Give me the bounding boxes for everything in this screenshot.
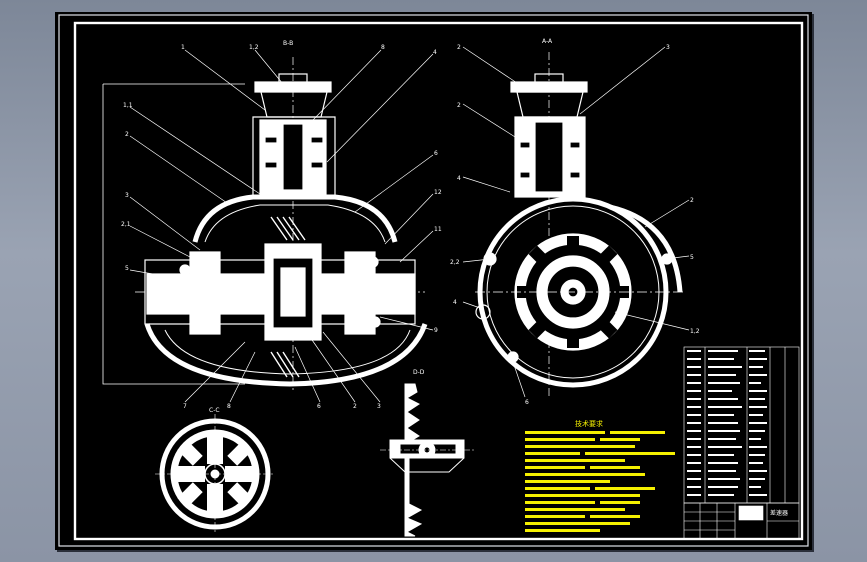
tech-req-title: 技术要求 — [575, 419, 603, 428]
callout: 1,2 — [690, 328, 700, 335]
inner-border — [73, 21, 804, 541]
title-block — [683, 502, 800, 540]
callout: 8 — [227, 403, 231, 410]
drawing-svg: 1 1,2 8 4 1,1 2 3 2,1 5 6 12 11 9 7 8 6 … — [58, 14, 809, 547]
callout: 3 — [125, 192, 129, 199]
callout: 1,1 — [123, 102, 133, 109]
callout: 3 — [666, 44, 670, 51]
side-section-view — [475, 52, 685, 397]
view-label: C-C — [209, 407, 220, 414]
callout: 6 — [434, 150, 438, 157]
main-section-view — [102, 57, 428, 392]
detail-view-cc — [155, 414, 275, 534]
callout: 7 — [183, 403, 187, 410]
parts-list-table — [683, 346, 800, 504]
callout: 2,2 — [450, 259, 460, 266]
technical-requirements: 技术要求 — [525, 419, 675, 532]
callout: 12 — [434, 189, 442, 196]
callout: 1 — [181, 44, 185, 51]
callout: 2 — [457, 44, 461, 51]
callout: 5 — [125, 265, 129, 272]
view-label: B-B — [283, 40, 293, 47]
side-view-leaders — [462, 46, 690, 398]
drawing-sheet[interactable]: 1 1,2 8 4 1,1 2 3 2,1 5 6 12 11 9 7 8 6 … — [55, 12, 812, 550]
view-label: D-D — [413, 369, 425, 376]
main-view-leaders — [129, 49, 434, 403]
callout: 4 — [453, 299, 457, 306]
callout: 1,2 — [249, 44, 259, 51]
title-block-label: 差速器 — [770, 509, 788, 517]
callout: 9 — [434, 327, 438, 334]
callout: 2 — [125, 131, 129, 138]
detail-view-dd — [380, 383, 475, 537]
callout: 5 — [690, 254, 694, 261]
callout: 4 — [433, 49, 437, 56]
view-label: A-A — [542, 38, 553, 45]
side-view-callouts: 2 3 2 4 2 5 2,2 1,2 4 6 A-A — [450, 38, 700, 406]
callout: 2 — [690, 197, 694, 204]
callout: 3 — [377, 403, 381, 410]
callout: 2 — [353, 403, 357, 410]
callout: 2,1 — [121, 221, 131, 228]
callout: 6 — [525, 399, 529, 406]
callout: 2 — [457, 102, 461, 109]
callout: 11 — [434, 226, 442, 233]
callout: 6 — [317, 403, 321, 410]
callout: 8 — [381, 44, 385, 51]
main-view-callouts: 1 1,2 8 4 1,1 2 3 2,1 5 6 12 11 9 7 8 6 … — [121, 40, 442, 410]
callout: 4 — [457, 175, 461, 182]
outer-border — [58, 14, 809, 547]
